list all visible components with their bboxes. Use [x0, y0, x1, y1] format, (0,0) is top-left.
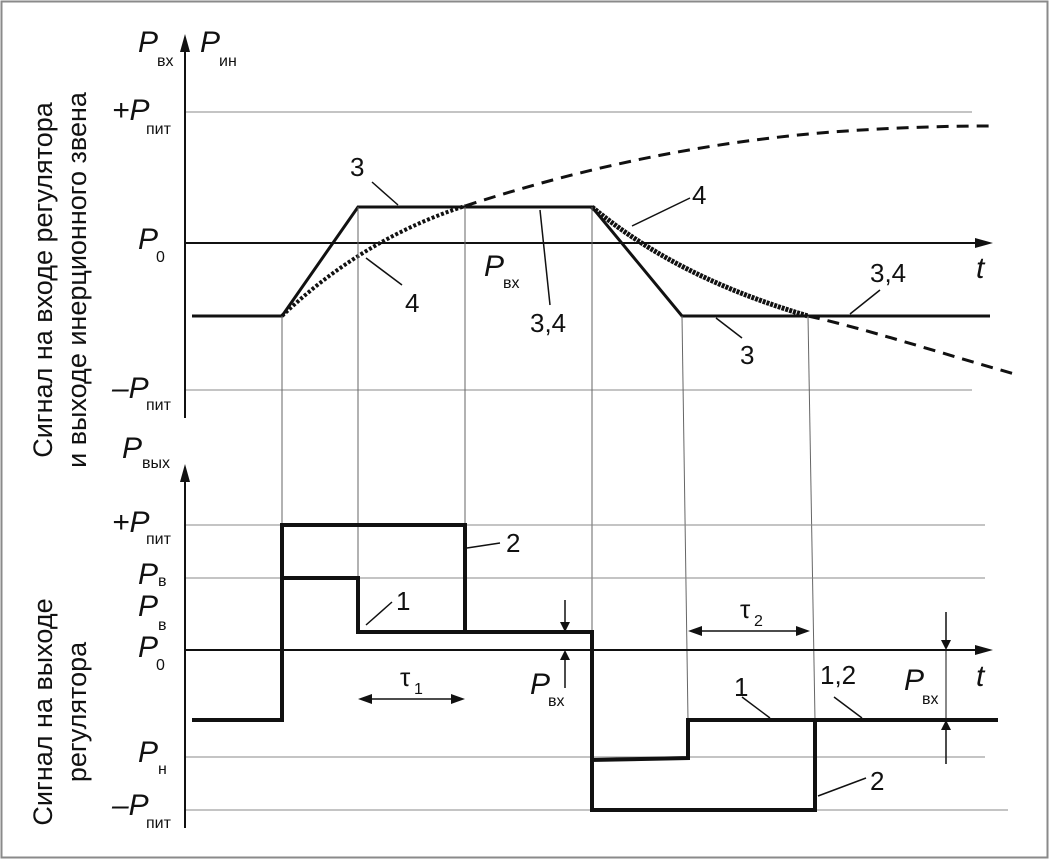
top-level-minus-pit-sub: пит [146, 397, 172, 414]
leader-1-right [741, 696, 771, 719]
bottom-level-pv-lower-sub: в [158, 617, 167, 634]
top-t-axis-arrow [975, 238, 993, 248]
pvx-mid-label: P [530, 668, 550, 701]
label-4-right: 4 [692, 180, 706, 210]
inertial-curve-upper-dashed [464, 124, 991, 208]
tau2-arrow-left [688, 626, 702, 636]
y-title-top-line2: и выходе инерционного звена [62, 91, 92, 468]
curve-2-output [280, 523, 817, 812]
bottom-level-pv-lower: P [138, 590, 158, 623]
leader-34-right [849, 289, 881, 315]
top-axis-label2-sub: ин [219, 53, 237, 70]
bottom-level-plus-pit-sub: пит [146, 531, 172, 548]
pvx-mid-arrow-up [560, 650, 570, 660]
projection-line [681, 315, 689, 721]
pvx-right-arrow-down [941, 640, 951, 650]
top-level-plus-pit: +P [112, 94, 150, 127]
y-title-bottom-line1: Сигнал на выходе [28, 598, 58, 825]
top-axis-label-p: P [138, 26, 158, 59]
label-1-right: 1 [734, 672, 748, 702]
top-plot: P вх P ин +P пит P 0 –P пит t P вх 3 4 3… [111, 26, 1019, 418]
pvx-right-label: P [904, 664, 924, 697]
top-y-axis-arrow [180, 34, 190, 52]
bottom-level-p0-sub: 0 [156, 657, 165, 674]
label-34-right: 3,4 [870, 258, 906, 288]
pvx-mid-arrow-down [560, 622, 570, 632]
label-12-right: 1,2 [820, 660, 856, 690]
top-pvx-label-sub: вх [503, 275, 520, 292]
pvx-right-arrow-up [941, 720, 951, 730]
leader-3-bottom [715, 317, 743, 339]
leader-2-bottom [817, 777, 867, 797]
label-3-bottom: 3 [740, 340, 754, 370]
label-2-top: 2 [506, 528, 520, 558]
bottom-t-axis-arrow [975, 645, 993, 655]
label-2-bottom: 2 [870, 766, 884, 796]
label-1-left: 1 [396, 586, 410, 616]
inertial-curve-lower-dashed [807, 314, 1019, 377]
bottom-axis-label-sub: вых [142, 455, 170, 472]
bottom-y-axis-arrow [180, 464, 190, 482]
top-level-plus-pit-sub: пит [146, 121, 172, 138]
label-34-middle: 3,4 [530, 308, 566, 338]
tau1-arrow-left [358, 694, 372, 704]
curve-4-fall [590, 205, 809, 319]
tau2-label-sub: 2 [754, 613, 763, 630]
bottom-level-pv-upper: P [138, 558, 158, 591]
curve-1-output [192, 576, 998, 763]
tau1-arrow-right [451, 694, 465, 704]
top-t-label: t [976, 252, 986, 285]
top-level-minus-pit: –P [111, 372, 149, 405]
bottom-level-pv-upper-sub: в [158, 573, 167, 590]
label-3-top: 3 [350, 152, 364, 182]
leader-4-left [365, 257, 403, 286]
projection-lines [281, 207, 816, 721]
tau2-arrow-right [796, 626, 810, 636]
tau1-label: τ [400, 662, 411, 692]
tau1-label-sub: 1 [414, 681, 423, 698]
bottom-axis-label-p: P [122, 432, 142, 465]
bottom-level-plus-pit: +P [112, 506, 150, 539]
top-pvx-label: P [484, 250, 504, 283]
y-title-bottom-line2: регулятора [62, 641, 92, 782]
bottom-level-pn: P [138, 736, 158, 769]
label-4-left: 4 [405, 288, 419, 318]
curve-4-rise [280, 204, 466, 318]
leader-1-left [365, 601, 393, 626]
leader-3-top [371, 181, 399, 206]
top-level-p0-sub: 0 [156, 249, 165, 266]
bottom-t-label: t [976, 660, 986, 693]
bottom-level-minus-pit: –P [111, 789, 149, 822]
pvx-mid-label-sub: вх [548, 693, 565, 710]
bottom-level-minus-pit-sub: пит [146, 815, 172, 832]
top-axis-label2-p: P [200, 26, 220, 59]
bottom-plot: P вых +P пит P в P в P 0 P н –P пит t τ … [111, 432, 1008, 832]
bottom-level-p0: P [138, 631, 158, 664]
leader-2-top [466, 542, 501, 549]
leader-12-right [833, 696, 863, 719]
leader-34-middle [539, 209, 551, 306]
projection-line [807, 315, 816, 721]
bottom-level-pn-sub: н [158, 761, 167, 778]
top-level-p0: P [138, 223, 158, 256]
top-axis-label-sub: вх [157, 53, 174, 70]
y-title-top-line1: Сигнал на входе регулятора [28, 101, 58, 458]
pvx-right-label-sub: вх [922, 691, 939, 708]
leader-4-right [631, 197, 691, 227]
tau2-label: τ [740, 594, 751, 624]
curve-3-input-signal [192, 205, 990, 318]
